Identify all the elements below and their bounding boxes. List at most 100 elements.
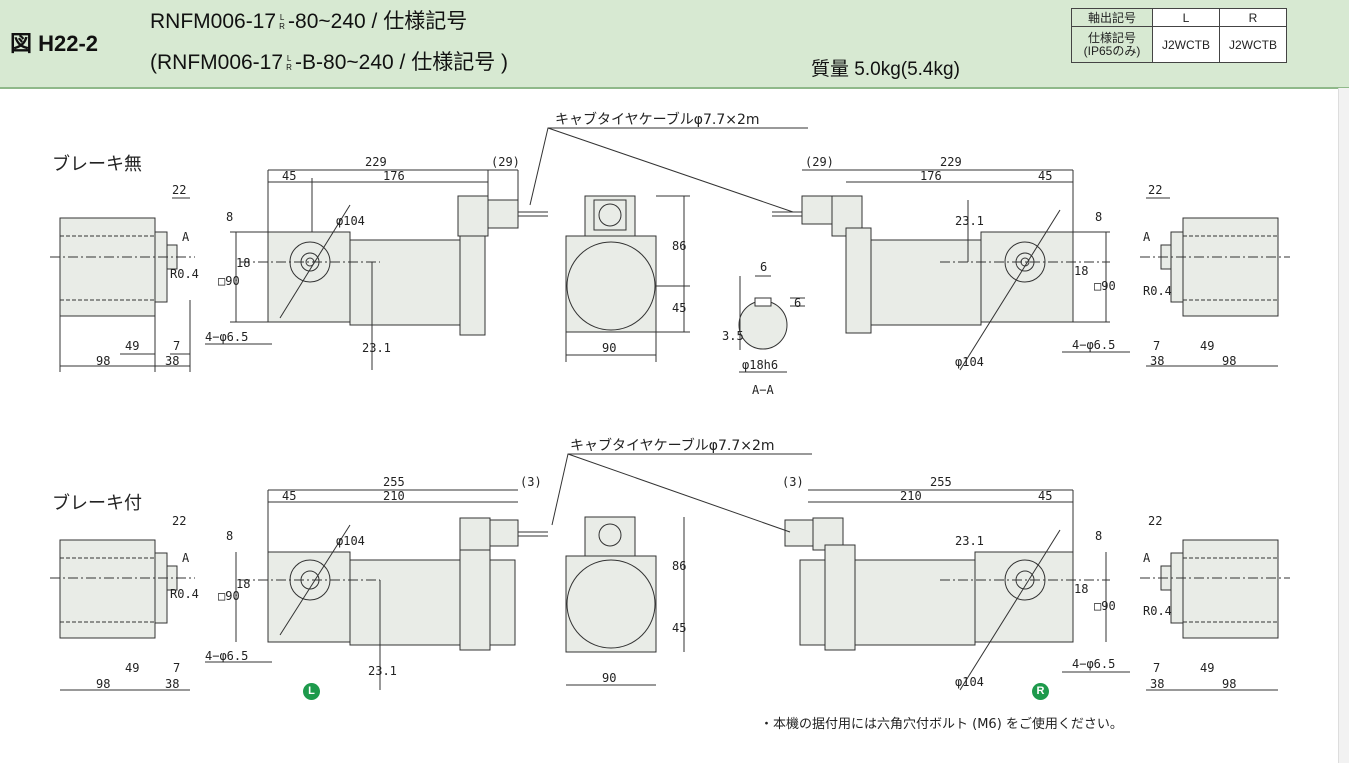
- motor-left-top: [205, 169, 548, 370]
- side-view-right-top: [1140, 197, 1290, 367]
- shaft-dia: φ18h6: [742, 358, 778, 372]
- dim-22-bottom-left: 22: [172, 514, 186, 528]
- dim-7-bottom-right: 7: [1153, 661, 1160, 675]
- dim-229-top: 229: [365, 155, 387, 169]
- r04-bottom-right: R0.4: [1143, 604, 1172, 618]
- dim-104-top-right: φ104: [955, 355, 984, 369]
- dim-90sq-bottom-right: □90: [1094, 599, 1116, 613]
- dim-98-top-left: 98: [96, 354, 110, 368]
- dim-90sq-bottom-left: □90: [218, 589, 240, 603]
- motor-left-bottom: [205, 489, 548, 690]
- dim-6-b: 6: [794, 296, 801, 310]
- side-view-left-bottom: [50, 539, 195, 691]
- dim-6-a: 6: [760, 260, 767, 274]
- lr-bottom: R: [279, 22, 285, 32]
- title2-model: (RNFM006-17: [150, 51, 284, 74]
- dim-8-top-left: 8: [226, 210, 233, 224]
- hole-bottom-right: 4−φ6.5: [1072, 657, 1115, 671]
- dim-18-top-left: 18: [236, 256, 250, 270]
- cable-label-bottom: キャブタイヤケーブルφ7.7×2m: [570, 437, 775, 454]
- r04-top-left: R0.4: [170, 267, 199, 281]
- front-view-bottom: [565, 516, 685, 686]
- dimension-drawing: 229 (29) 45 176 22 8 □90 18 φ104 4−φ6.5 …: [50, 111, 1290, 691]
- dim-86-top: 86: [672, 239, 686, 253]
- cable-label-top: キャブタイヤケーブルφ7.7×2m: [555, 111, 760, 128]
- dim-7-bottom-left: 7: [173, 661, 180, 675]
- motor-right-top: [772, 169, 1130, 371]
- spec-row2-label-a: 仕様記号: [1087, 30, 1136, 45]
- a-top-right: A: [1143, 230, 1151, 244]
- dim-210-bottom-left: 210: [383, 489, 405, 503]
- a-bottom-left: A: [182, 551, 190, 565]
- title2-suffix: -B-80~240 / 仕様記号 ): [295, 51, 509, 74]
- dim-45-front-top: 45: [672, 301, 686, 315]
- dim-7-top-right: 7: [1153, 339, 1160, 353]
- dim-23-1-bottom-right: 23.1: [955, 534, 984, 548]
- dim-8-bottom-left: 8: [226, 529, 233, 543]
- spec-row1-label: 軸出記号: [1071, 8, 1153, 27]
- badge-left: L: [303, 683, 320, 700]
- dim-210-bottom-right: 210: [900, 489, 922, 503]
- dim-104-bottom-left: φ104: [336, 534, 365, 548]
- hole-top-left: 4−φ6.5: [205, 330, 248, 344]
- spec-table: 軸出記号 L R 仕様記号(IP65のみ) J2WCTB J2WCTB: [1071, 8, 1287, 63]
- dim-22-top-left: 22: [172, 183, 186, 197]
- badge-right: R: [1032, 683, 1049, 700]
- dim-255-bottom-right: 255: [930, 475, 952, 489]
- a-top-left: A: [182, 230, 190, 244]
- dim-38-bottom-left: 38: [165, 677, 179, 691]
- dim-38-top-right: 38: [1150, 354, 1164, 368]
- dim-29-top-left: (29): [491, 155, 520, 169]
- dim-229-top-right: 229: [940, 155, 962, 169]
- spec-row2-label: 仕様記号(IP65のみ): [1071, 26, 1153, 63]
- title1-model: RNFM006-17: [150, 10, 277, 33]
- dim-3-5: 3.5: [722, 329, 744, 343]
- dim-45-bottom-right: 45: [1038, 489, 1052, 503]
- dim-38-bottom-right: 38: [1150, 677, 1164, 691]
- spec-row1-l: L: [1152, 8, 1220, 27]
- spec-row2-r: J2WCTB: [1219, 26, 1287, 63]
- section-a-a: [738, 275, 805, 373]
- installation-note: ・本機の据付用には六角穴付ボルト (M6) をご使用ください。: [760, 717, 1123, 732]
- figure-label: 図 H22-2: [10, 31, 99, 56]
- r04-bottom-left: R0.4: [170, 587, 199, 601]
- dim-104-bottom-right: φ104: [955, 675, 984, 689]
- dim-23-1-top-left: 23.1: [362, 341, 391, 355]
- dim-18-bottom-left: 18: [236, 577, 250, 591]
- section-aa-label: A−A: [752, 383, 774, 397]
- dim-49-top-right: 49: [1200, 339, 1214, 353]
- side-view-right-bottom: [1140, 539, 1290, 691]
- dim-3-bottom-right: (3): [782, 475, 804, 489]
- dim-3-bottom-left: (3): [520, 475, 542, 489]
- dim-22-top-right: 22: [1148, 183, 1162, 197]
- dim-90-front-top: 90: [602, 341, 616, 355]
- dim-90sq-top-right: □90: [1094, 279, 1116, 293]
- dim-45-top-left: 45: [282, 169, 296, 183]
- dim-45-top-right: 45: [1038, 169, 1052, 183]
- dim-7-top-left: 7: [173, 339, 180, 353]
- scrollbar[interactable]: [1338, 88, 1349, 763]
- dim-8-bottom-right: 8: [1095, 529, 1102, 543]
- a-bottom-right: A: [1143, 551, 1151, 565]
- spec-row2-label-b: (IP65のみ): [1083, 43, 1141, 58]
- dim-18-top-right: 18: [1074, 264, 1088, 278]
- title1-suffix: -80~240 / 仕様記号: [288, 10, 468, 33]
- dim-18-bottom-right: 18: [1074, 582, 1088, 596]
- dim-90-front-bottom: 90: [602, 671, 616, 685]
- dim-49-bottom-right: 49: [1200, 661, 1214, 675]
- section-label-with-brake: ブレーキ付: [52, 493, 142, 514]
- side-view-left-top: [50, 197, 195, 372]
- mass-label: 質量 5.0kg(5.4kg): [811, 59, 960, 80]
- dim-8-top-right: 8: [1095, 210, 1102, 224]
- dim-23-1-bottom-left: 23.1: [368, 664, 397, 678]
- dim-29-top-right: (29): [805, 155, 834, 169]
- dim-22-bottom-right: 22: [1148, 514, 1162, 528]
- lr-top: L: [279, 13, 285, 23]
- dim-255-bottom-left: 255: [383, 475, 405, 489]
- dim-98-bottom-left: 98: [96, 677, 110, 691]
- lr-bottom: R: [286, 63, 292, 73]
